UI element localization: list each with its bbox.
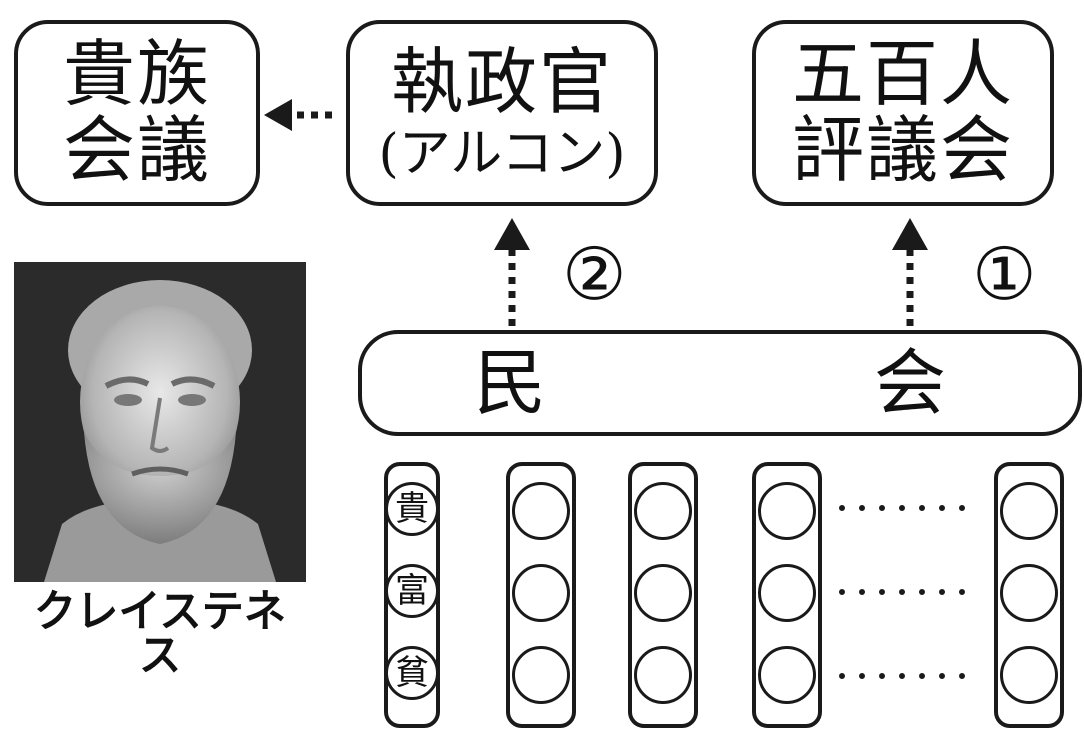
box-line-2: 会議	[62, 108, 211, 192]
box-council-of-500: 五百人 評議会	[752, 20, 1054, 206]
circle-icon	[758, 646, 816, 704]
class-circle-poor: 貧	[385, 646, 439, 700]
circle-icon	[512, 482, 570, 540]
box-assembly: 民 会	[358, 330, 1082, 436]
box-line-1: 貴族	[62, 32, 211, 117]
circle-icon	[634, 482, 692, 540]
assembly-char-2: 会	[874, 341, 947, 425]
circle-icon	[1000, 646, 1058, 704]
tribe-column	[994, 462, 1064, 728]
box-line-1: 五百人	[791, 32, 1014, 117]
box-line-1: 執政官	[390, 39, 613, 124]
box-line-2: 評議会	[791, 108, 1014, 192]
circle-icon	[634, 646, 692, 704]
tribe-column-labeled: 貴 富 貧	[384, 462, 440, 728]
tribe-column	[628, 462, 698, 728]
tribe-column	[752, 462, 822, 728]
arrowhead-up-icon	[494, 218, 530, 250]
circle-icon	[1000, 482, 1058, 540]
step-marker-2: ②	[562, 232, 627, 316]
circle-icon	[1000, 564, 1058, 622]
arrowhead-left-icon	[264, 99, 292, 131]
box-archon: 執政官 (アルコン)	[346, 20, 658, 206]
circle-icon	[512, 646, 570, 704]
portrait-caption: クレイステネス	[33, 586, 287, 681]
circle-icon	[758, 482, 816, 540]
arrowhead-up-icon	[892, 218, 928, 250]
circle-icon	[634, 564, 692, 622]
box-aristocratic-council: 貴族 会議	[14, 20, 260, 206]
assembly-char-1: 民	[474, 341, 547, 425]
circle-icon	[758, 564, 816, 622]
class-circle-rich: 富	[385, 564, 439, 618]
class-circle-noble: 貴	[385, 482, 439, 536]
step-marker-1: ①	[972, 232, 1037, 316]
circle-icon	[512, 564, 570, 622]
box-line-2: (アルコン)	[378, 123, 626, 184]
bust-portrait-icon	[14, 262, 306, 582]
tribe-column	[506, 462, 576, 728]
